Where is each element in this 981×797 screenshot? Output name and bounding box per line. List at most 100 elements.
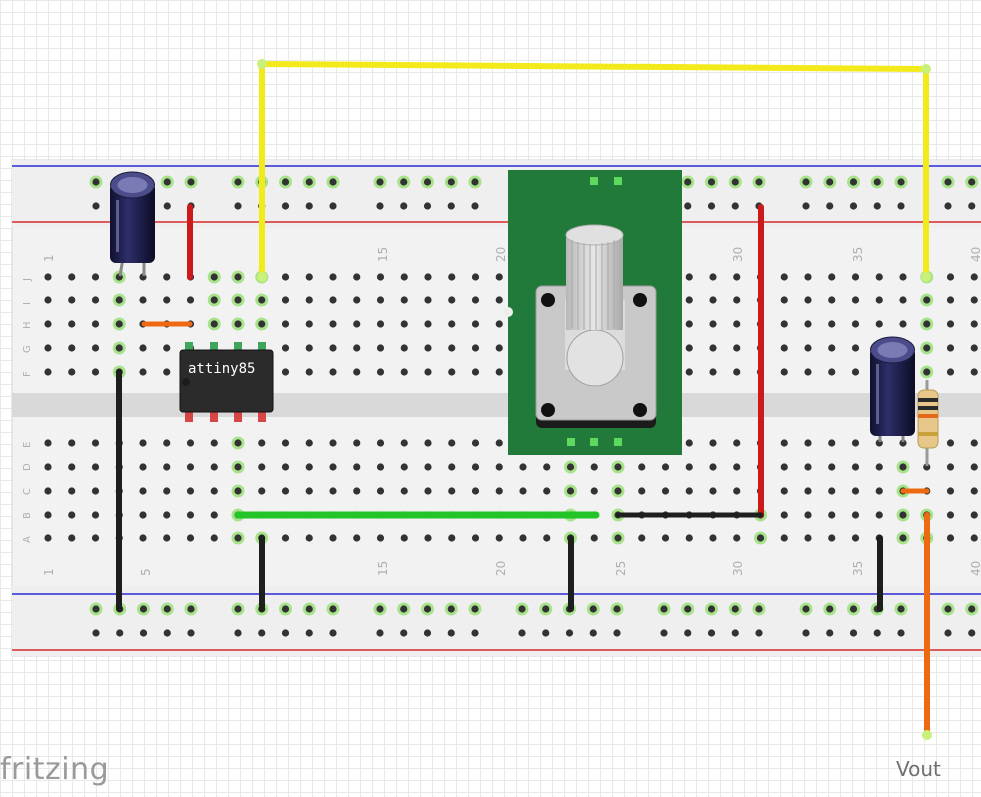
breadboard-hole bbox=[400, 629, 408, 637]
breadboard-hole bbox=[471, 629, 479, 637]
breadboard-hole bbox=[163, 296, 171, 304]
col-number: 35 bbox=[851, 561, 865, 576]
breadboard-hole bbox=[376, 534, 385, 542]
col-number: 30 bbox=[731, 561, 745, 576]
breadboard-hole bbox=[376, 320, 385, 328]
breadboard-hole bbox=[495, 273, 503, 281]
breadboard-hole bbox=[258, 320, 266, 328]
wires[interactable] bbox=[116, 59, 932, 740]
breadboard-hole bbox=[353, 344, 361, 352]
breadboard-hole bbox=[281, 202, 290, 210]
breadboard-hole bbox=[163, 629, 171, 637]
breadboard-hole bbox=[400, 605, 408, 613]
breadboard-hole bbox=[281, 368, 290, 376]
breadboard-hole bbox=[661, 463, 670, 471]
breadboard-hole bbox=[897, 202, 905, 210]
breadboard-hole bbox=[875, 273, 883, 281]
breadboard-hole bbox=[163, 439, 171, 447]
breadboard-hole bbox=[91, 534, 100, 542]
breadboard-hole bbox=[875, 487, 883, 495]
breadboard-hole bbox=[448, 296, 456, 304]
attiny85-chip[interactable]: attiny85 bbox=[179, 342, 274, 422]
breadboard-hole bbox=[851, 463, 860, 471]
breadboard-hole bbox=[210, 534, 218, 542]
breadboard-hole bbox=[400, 320, 408, 328]
breadboard-hole bbox=[44, 534, 52, 542]
row-letter: A bbox=[22, 536, 33, 543]
breadboard-hole bbox=[685, 273, 693, 281]
row-letter: D bbox=[22, 463, 33, 471]
breadboard-hole bbox=[91, 511, 100, 519]
breadboard-hole bbox=[897, 178, 905, 186]
breadboard-hole bbox=[970, 368, 978, 376]
breadboard-hole bbox=[210, 296, 218, 304]
breadboard-hole bbox=[91, 296, 100, 304]
breadboard-hole bbox=[234, 605, 242, 613]
breadboard-hole bbox=[400, 296, 408, 304]
breadboard-hole bbox=[471, 487, 480, 495]
breadboard-hole bbox=[685, 320, 693, 328]
row-letters: J I H G F E D C B A bbox=[22, 278, 33, 543]
breadboard-hole bbox=[186, 463, 195, 471]
breadboard-hole bbox=[423, 629, 432, 637]
breadboard-hole bbox=[780, 487, 788, 495]
capacitor-right[interactable] bbox=[870, 336, 915, 442]
breadboard-hole bbox=[946, 368, 955, 376]
breadboard-hole bbox=[376, 273, 385, 281]
breadboard-hole bbox=[448, 344, 456, 352]
breadboard-hole bbox=[968, 629, 976, 637]
breadboard-hole bbox=[661, 487, 670, 495]
breadboard-hole bbox=[733, 344, 741, 352]
breadboard-hole bbox=[707, 605, 716, 613]
breadboard-hole bbox=[875, 320, 883, 328]
breadboard-hole bbox=[329, 344, 337, 352]
breadboard-hole bbox=[329, 368, 337, 376]
column-numbers-top: 1 15 20 30 35 40 bbox=[42, 247, 981, 262]
capacitor-left[interactable] bbox=[110, 171, 155, 277]
breadboard-hole bbox=[447, 202, 455, 210]
breadboard-hole bbox=[851, 344, 860, 352]
breadboard-hole bbox=[234, 534, 242, 542]
breadboard-hole bbox=[923, 463, 931, 471]
breadboard-hole bbox=[68, 487, 76, 495]
breadboard-hole bbox=[68, 296, 76, 304]
breadboard-hole bbox=[281, 439, 290, 447]
breadboard-hole bbox=[899, 534, 907, 542]
breadboard-hole bbox=[44, 344, 52, 352]
breadboard-hole bbox=[139, 344, 147, 352]
breadboard-hole bbox=[495, 487, 503, 495]
breadboard-hole bbox=[329, 439, 337, 447]
breadboard-hole bbox=[353, 534, 361, 542]
breadboard-hole bbox=[139, 605, 148, 613]
wire-yellow bbox=[259, 61, 929, 277]
breadboard-hole bbox=[376, 178, 384, 186]
breadboard-hole bbox=[400, 344, 408, 352]
breadboard-hole bbox=[258, 439, 266, 447]
breadboard-hole bbox=[115, 320, 123, 328]
resistor[interactable] bbox=[917, 380, 939, 466]
breadboard-hole bbox=[707, 202, 716, 210]
breadboard-hole bbox=[305, 296, 313, 304]
breadboard-hole bbox=[828, 368, 836, 376]
breadboard-hole bbox=[281, 487, 290, 495]
breadboard-hole bbox=[92, 202, 100, 210]
breadboard-hole bbox=[447, 629, 455, 637]
breadboard-hole bbox=[163, 273, 171, 281]
breadboard-hole bbox=[495, 368, 503, 376]
potentiometer[interactable] bbox=[503, 170, 682, 455]
row-letter: E bbox=[22, 442, 33, 448]
breadboard-hole bbox=[471, 368, 480, 376]
breadboard-hole bbox=[68, 320, 76, 328]
breadboard-hole bbox=[851, 296, 860, 304]
breadboard-hole bbox=[780, 534, 788, 542]
breadboard-hole bbox=[91, 344, 100, 352]
breadboard-hole bbox=[400, 273, 408, 281]
breadboard-hole bbox=[210, 487, 218, 495]
breadboard-hole bbox=[802, 605, 810, 613]
breadboard-hole bbox=[187, 605, 195, 613]
breadboard-hole bbox=[946, 463, 955, 471]
breadboard-hole bbox=[923, 320, 931, 328]
breadboard-hole bbox=[400, 463, 408, 471]
breadboard-hole bbox=[68, 463, 76, 471]
